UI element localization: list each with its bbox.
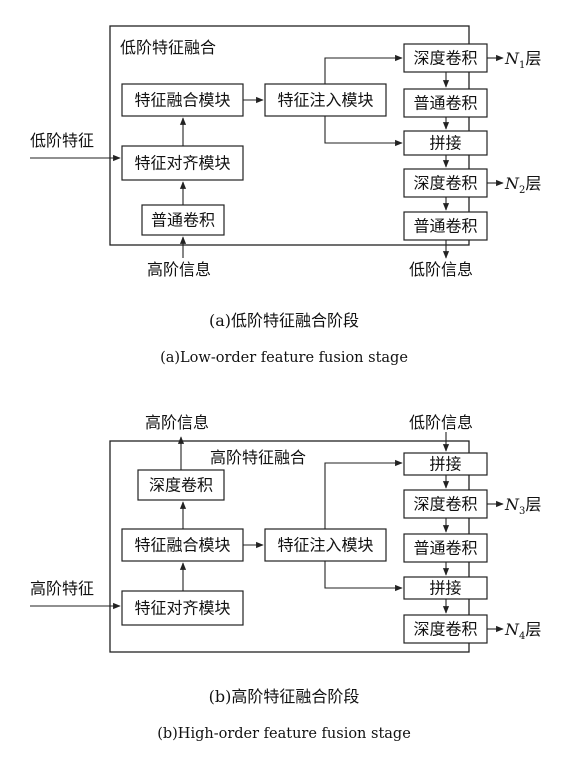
svg-text:拼接: 拼接 bbox=[429, 579, 461, 598]
bottom-caption-en: (b)High-order feature fusion stage bbox=[157, 726, 411, 742]
top-diagram: 低阶特征融合 特征融合模块 特征对齐模块 普通卷积 特征注入模块 深度卷积 普通… bbox=[30, 25, 541, 366]
top-arrow-inject-to-concat bbox=[324, 116, 403, 147]
svg-text:特征融合模块: 特征融合模块 bbox=[134, 91, 230, 110]
svg-text:特征对齐模块: 特征对齐模块 bbox=[134, 154, 230, 173]
svg-text:普通卷积: 普通卷积 bbox=[413, 539, 477, 558]
top-box-conv2: 普通卷积 bbox=[403, 211, 488, 241]
bottom-box-concat1: 拼接 bbox=[403, 452, 488, 476]
bottom-label-input-left: 高阶特征 bbox=[30, 579, 94, 598]
top-box-align: 特征对齐模块 bbox=[121, 145, 244, 181]
top-caption-cn: (a)低阶特征融合阶段 bbox=[209, 311, 359, 330]
bottom-frame-title: 高阶特征融合 bbox=[210, 448, 306, 467]
top-caption-en: (a)Low-order feature fusion stage bbox=[160, 350, 408, 366]
bottom-box-conv1: 普通卷积 bbox=[403, 533, 488, 563]
top-box-inject: 特征注入模块 bbox=[264, 83, 387, 117]
svg-text:特征注入模块: 特征注入模块 bbox=[277, 536, 373, 555]
svg-text:拼接: 拼接 bbox=[429, 455, 461, 474]
svg-text:普通卷积: 普通卷积 bbox=[413, 94, 477, 113]
bottom-label-n3: N3层 bbox=[504, 495, 541, 517]
bottom-box-dw: 深度卷积 bbox=[137, 469, 225, 501]
bottom-label-input-top: 低阶信息 bbox=[409, 413, 473, 432]
svg-text:普通卷积: 普通卷积 bbox=[413, 217, 477, 236]
bottom-label-output-top: 高阶信息 bbox=[145, 413, 209, 432]
svg-text:特征融合模块: 特征融合模块 bbox=[134, 536, 230, 555]
svg-text:特征注入模块: 特征注入模块 bbox=[277, 91, 373, 110]
svg-text:特征对齐模块: 特征对齐模块 bbox=[134, 599, 230, 618]
bottom-box-inject: 特征注入模块 bbox=[264, 528, 387, 562]
top-box-concat: 拼接 bbox=[403, 130, 488, 156]
bottom-box-dw1: 深度卷积 bbox=[403, 489, 488, 519]
svg-text:深度卷积: 深度卷积 bbox=[413, 174, 477, 193]
top-label-input-left: 低阶特征 bbox=[30, 131, 94, 150]
top-frame-title: 低阶特征融合 bbox=[120, 38, 216, 57]
top-box-dw1: 深度卷积 bbox=[403, 43, 488, 73]
bottom-arrow-inject-to-concat2 bbox=[324, 561, 403, 592]
svg-text:深度卷积: 深度卷积 bbox=[413, 49, 477, 68]
svg-text:深度卷积: 深度卷积 bbox=[149, 476, 213, 495]
bottom-box-dw2: 深度卷积 bbox=[403, 614, 488, 644]
svg-text:普通卷积: 普通卷积 bbox=[151, 211, 215, 230]
top-label-n2: N2层 bbox=[504, 174, 541, 196]
top-box-conv1: 普通卷积 bbox=[403, 88, 488, 118]
svg-text:拼接: 拼接 bbox=[429, 134, 461, 153]
bottom-arrow-inject-to-concat1 bbox=[324, 459, 403, 529]
top-label-input-bottom: 高阶信息 bbox=[147, 260, 211, 279]
top-box-dw2: 深度卷积 bbox=[403, 168, 488, 198]
bottom-box-concat2: 拼接 bbox=[403, 576, 488, 600]
top-label-n1: N1层 bbox=[504, 49, 541, 71]
top-box-fusion: 特征融合模块 bbox=[121, 83, 244, 117]
svg-text:深度卷积: 深度卷积 bbox=[413, 495, 477, 514]
bottom-box-fusion: 特征融合模块 bbox=[121, 528, 244, 562]
bottom-box-align: 特征对齐模块 bbox=[121, 590, 244, 626]
top-box-conv: 普通卷积 bbox=[141, 204, 225, 236]
top-label-output-bottom: 低阶信息 bbox=[409, 260, 473, 279]
svg-text:深度卷积: 深度卷积 bbox=[413, 620, 477, 639]
bottom-caption-cn: (b)高阶特征融合阶段 bbox=[209, 687, 360, 706]
bottom-label-n4: N4层 bbox=[504, 620, 541, 642]
bottom-diagram: 高阶特征融合 深度卷积 特征融合模块 特征对齐模块 特征注入模块 拼接 深度卷积… bbox=[30, 413, 541, 742]
top-arrow-inject-to-dw1 bbox=[324, 54, 403, 84]
